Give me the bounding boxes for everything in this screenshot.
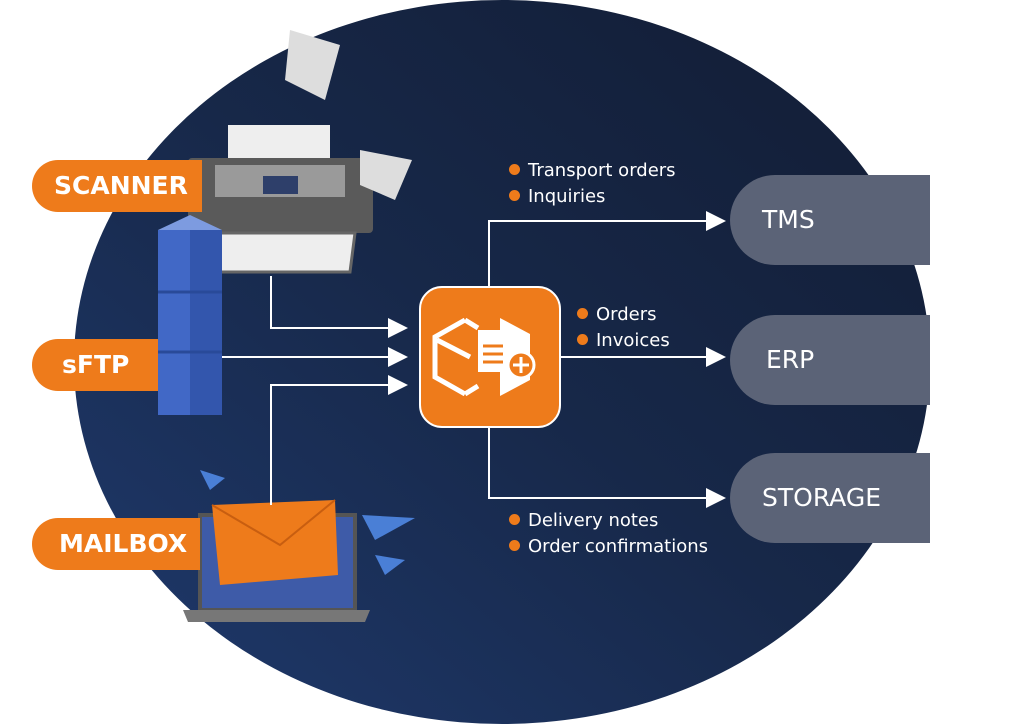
source-scanner: SCANNER bbox=[32, 160, 202, 212]
target-tms: TMS bbox=[730, 175, 930, 265]
list-item: Orders bbox=[577, 302, 670, 328]
printer-icon bbox=[188, 30, 412, 274]
list-item: Inquiries bbox=[509, 184, 676, 210]
list-item: Order confirmations bbox=[509, 534, 708, 560]
source-sftp: sFTP bbox=[32, 339, 158, 391]
list-item: Delivery notes bbox=[509, 508, 708, 534]
mailbox-connector bbox=[270, 375, 408, 505]
tms-document-types: Transport orders Inquiries bbox=[509, 158, 676, 210]
target-erp: ERP bbox=[730, 315, 930, 405]
target-storage: STORAGE bbox=[730, 453, 930, 543]
tms-connector bbox=[488, 211, 726, 287]
list-item: Invoices bbox=[577, 328, 670, 354]
processing-hub bbox=[419, 286, 561, 428]
list-item: Transport orders bbox=[509, 158, 676, 184]
storage-connector bbox=[488, 427, 726, 508]
storage-document-types: Delivery notes Order confirmations bbox=[509, 508, 708, 560]
box-document-plus-icon bbox=[432, 317, 480, 397]
server-icon bbox=[158, 215, 222, 415]
scanner-connector bbox=[270, 276, 408, 338]
erp-document-types: Orders Invoices bbox=[577, 302, 670, 354]
mailbox-laptop-icon bbox=[183, 470, 415, 622]
source-mailbox: MAILBOX bbox=[32, 518, 200, 570]
